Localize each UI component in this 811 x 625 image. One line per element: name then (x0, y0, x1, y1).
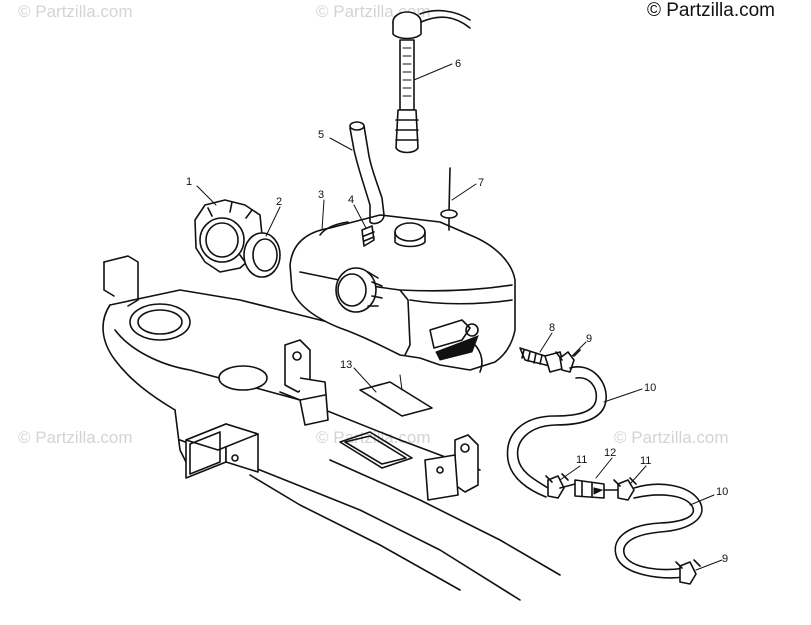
watermark-top-left: © Partzilla.com (18, 2, 133, 21)
callout-1: 1 (186, 176, 192, 188)
vent-hose-part-5 (349, 121, 385, 225)
brand-label: © Partzilla.com (646, 0, 775, 21)
watermark-mid-right: © Partzilla.com (614, 428, 729, 447)
fitting-part-8 (519, 347, 566, 373)
callout-4: 4 (348, 194, 354, 206)
fuel-filter-part-12 (559, 479, 619, 499)
hose-clamp-part-9-upper (555, 349, 581, 373)
callout-13: 13 (340, 359, 352, 371)
hitch-receiver (185, 423, 259, 479)
vent-fitting-part-4 (361, 225, 375, 247)
callout-7: 7 (478, 177, 484, 189)
callout-3: 3 (318, 189, 324, 201)
hose-clamp-part-9-lower (675, 559, 701, 585)
callout-6: 6 (455, 58, 461, 70)
callout-2: 2 (276, 196, 282, 208)
frame-bracket-rear (424, 434, 479, 501)
callout-10-upper: 10 (644, 382, 656, 394)
dipstick-part-7 (440, 167, 458, 231)
fuel-gauge-part-6 (392, 9, 471, 154)
callout-10-lower: 10 (716, 486, 728, 498)
pad-part-13 (339, 381, 433, 469)
callout-8: 8 (549, 322, 555, 334)
callout-12: 12 (604, 447, 616, 459)
callout-11-right: 11 (640, 455, 651, 467)
hose-clamp-part-11-right (613, 477, 637, 501)
fuel-line-part-10-upper (506, 366, 607, 498)
hose-clamp-part-11-left (545, 473, 569, 499)
frame-bracket-front (279, 339, 329, 426)
gasket-part-2 (243, 232, 281, 278)
leader-lines (196, 63, 723, 571)
fuel-line-part-10-lower (614, 483, 703, 579)
callout-9-upper: 9 (586, 333, 592, 345)
watermark-mid-left: © Partzilla.com (18, 428, 133, 447)
fuel-tank-part-3 (289, 214, 516, 373)
callout-11-left: 11 (576, 454, 587, 466)
callout-9-lower: 9 (722, 553, 728, 565)
callout-5: 5 (318, 129, 324, 141)
callout-labels: 1 2 3 4 5 6 7 8 9 10 11 12 11 10 9 13 (186, 58, 728, 565)
